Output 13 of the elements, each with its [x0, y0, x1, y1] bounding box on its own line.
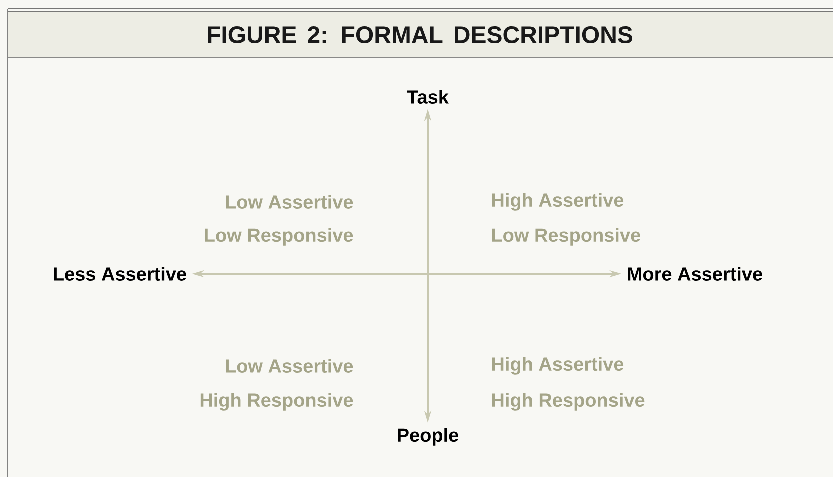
axis-label: Less Assertive — [54, 267, 186, 281]
quadrant-label: Low Assertive — [226, 359, 354, 373]
axis-label: Task — [407, 90, 449, 104]
quadrant-label: Low Responsive — [492, 228, 640, 246]
quadrant-label: Low Assertive — [226, 195, 354, 209]
quadrant-label: High Assertive — [492, 193, 624, 211]
quadrant-label: High Responsive — [492, 393, 645, 411]
axis-label: People — [398, 428, 458, 446]
title-band: FIGURE 2: FORMAL DESCRIPTIONS — [8, 12, 833, 58]
axis-label: More Assertive — [628, 267, 762, 281]
quadrant-label: High Responsive — [200, 393, 354, 411]
quadrant-label: Low Responsive — [205, 228, 354, 246]
quadrant-label: High Assertive — [492, 357, 624, 375]
